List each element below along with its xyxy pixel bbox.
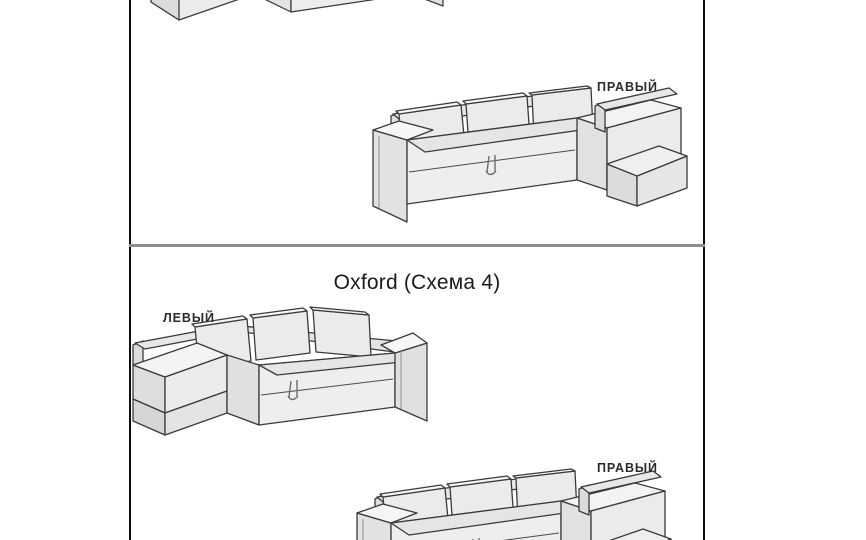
sofa-figure-left <box>131 303 467 453</box>
pull-strap-icon <box>287 380 299 401</box>
sofa-figure-right <box>369 84 699 230</box>
side-label-left-bottom: ЛЕВЫЙ <box>163 311 215 325</box>
sofa-figure-right-cropped <box>353 467 693 540</box>
scheme-panel-bottom: Oxford (Схема 4) <box>131 247 703 540</box>
scheme-panel-top: ПРАВЫЙ <box>131 0 703 245</box>
scheme-title: Oxford (Схема 4) <box>333 271 501 294</box>
panel-divider <box>129 244 705 247</box>
pull-strap-icon <box>485 155 497 176</box>
sofa-figure-left-cropped <box>139 0 469 64</box>
side-label-right-top: ПРАВЫЙ <box>597 80 658 94</box>
document-page-frame: ПРАВЫЙ Oxford (Схема 4) <box>129 0 705 540</box>
side-label-right-bottom: ПРАВЫЙ <box>597 461 658 475</box>
